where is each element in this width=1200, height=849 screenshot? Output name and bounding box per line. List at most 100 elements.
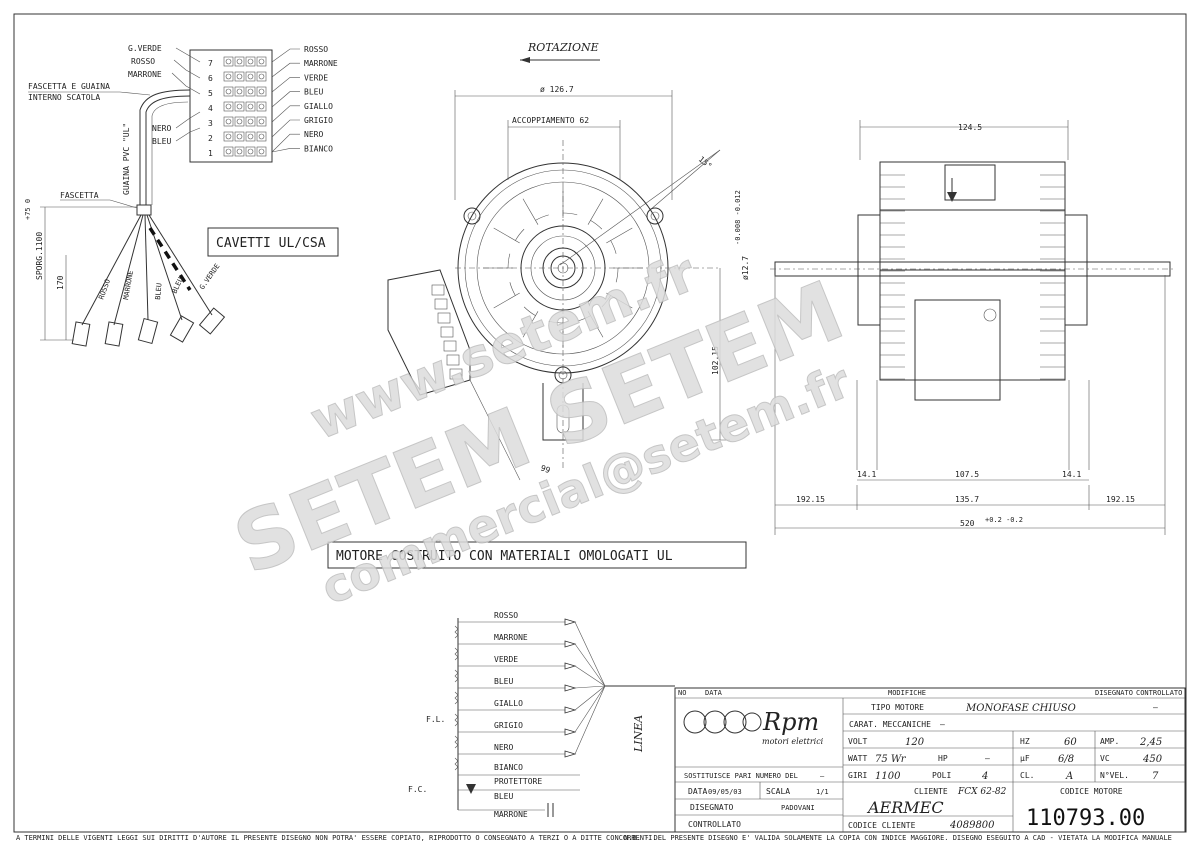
label-rosso-left: ROSSO bbox=[131, 57, 155, 66]
cliente-name: AERMEC bbox=[866, 798, 944, 817]
sostituisce-value: – bbox=[820, 772, 825, 780]
logo-text: Rpm bbox=[762, 708, 819, 736]
label-fascetta: FASCETTA bbox=[60, 191, 99, 200]
dim-520-tol: +0.2 -0.2 bbox=[985, 516, 1023, 524]
uf-value: 6/8 bbox=[1058, 754, 1074, 765]
dim-shaft-dia: ø12.7 bbox=[741, 256, 750, 280]
dim-170: 170 bbox=[56, 275, 65, 290]
scala-value: 1/1 bbox=[816, 788, 829, 796]
tipo-motore-label: TIPO MOTORE bbox=[871, 703, 924, 712]
connector bbox=[169, 315, 195, 343]
label-bleu-left: BLEU bbox=[152, 137, 171, 146]
sheet-border bbox=[13, 13, 1187, 833]
dim-135-7: 135.7 bbox=[955, 495, 979, 504]
terminal-wire-label: MARRONE bbox=[304, 59, 338, 68]
terminal-number: 6 bbox=[208, 74, 213, 83]
schematic-wire-label: MARRONE bbox=[494, 633, 528, 642]
poli-label: POLI bbox=[932, 771, 951, 780]
cliente-value: FCX 62-82 bbox=[957, 787, 1007, 797]
label-fascetta-guaina: FASCETTA E GUAINA bbox=[28, 82, 110, 91]
dim-sporg-tol: +75 0 bbox=[24, 199, 32, 220]
side-view: 124.5 14.1 107.5 14.1 192.15 135.7 bbox=[770, 120, 1175, 535]
label-interno-scatola: INTERNO SCATOLA bbox=[28, 93, 100, 102]
schem-marrone: MARRONE bbox=[494, 810, 528, 819]
schematic-wire-label: NERO bbox=[494, 743, 513, 752]
dim-shaft-tol: -0.008 -0.012 bbox=[734, 190, 742, 245]
carat-value: – bbox=[940, 720, 945, 729]
dim-107-5: 107.5 bbox=[955, 470, 979, 479]
terminal-number: 1 bbox=[208, 149, 213, 158]
cavetti-box bbox=[207, 227, 339, 257]
amp-value: 2,45 bbox=[1139, 737, 1162, 748]
watt-label: WATT bbox=[848, 754, 867, 763]
tipo-dash: – bbox=[1153, 703, 1158, 712]
schem-protettore: PROTETTORE bbox=[494, 777, 542, 786]
nvel-value: 7 bbox=[1152, 771, 1159, 782]
lead-label-rosso: ROSSO bbox=[97, 278, 112, 301]
rev-controllato: CONTROLLATO bbox=[1136, 689, 1182, 697]
codice-cliente-value: 4089800 bbox=[949, 820, 995, 831]
schem-fl: F.L. bbox=[426, 715, 445, 724]
dim-diameter: ø 126.7 bbox=[540, 85, 574, 94]
terminal-wire-label: GIALLO bbox=[304, 102, 333, 111]
footer-copyright: A TERMINI DELLE VIGENTI LEGGI SUI DIRITT… bbox=[16, 834, 657, 842]
lead-label-bleu-2: BLEU bbox=[171, 276, 185, 295]
fascetta-clamp bbox=[136, 204, 152, 216]
motor-body bbox=[879, 269, 1066, 381]
uf-label: µF bbox=[1020, 754, 1030, 763]
schematic-wire-label: VERDE bbox=[494, 655, 518, 664]
data-label: DATA bbox=[688, 787, 707, 796]
watt-value: 75 Wr bbox=[875, 754, 907, 765]
lead-label-g-verde: G.VERDE bbox=[198, 262, 221, 291]
terminal-number: 3 bbox=[208, 119, 213, 128]
note-box bbox=[327, 541, 747, 569]
dim-accoppiamento: ACCOPPIAMENTO 62 bbox=[512, 116, 589, 125]
hp-label: HP bbox=[938, 754, 948, 763]
terminal-number: 7 bbox=[208, 59, 213, 68]
cl-value: A bbox=[1065, 771, 1073, 782]
codice-cliente-label: CODICE CLIENTE bbox=[848, 821, 916, 830]
schematic-wire-label: ROSSO bbox=[494, 611, 518, 620]
ground-wire-stripe bbox=[148, 227, 192, 291]
controllato-label: CONTROLLATO bbox=[688, 820, 741, 829]
footer-note: N.B. - DEL PRESENTE DISEGNO E' VALIDA SO… bbox=[624, 834, 1172, 842]
logo-sub: motori elettrici bbox=[762, 737, 824, 746]
tipo-motore-value: MONOFASE CHIUSO bbox=[965, 703, 1076, 714]
rotation-label: ROTAZIONE bbox=[527, 41, 599, 54]
scala-label: SCALA bbox=[766, 787, 790, 796]
dim-width-top: 124.5 bbox=[958, 123, 982, 132]
nvel-label: N°VEL. bbox=[1100, 771, 1129, 780]
title-block: NO DATA MODIFICHE DISEGNATO CONTROLLATO … bbox=[674, 687, 1186, 833]
dim-192-15-left: 192.15 bbox=[796, 495, 825, 504]
connector bbox=[104, 321, 124, 347]
disegnato-value: PADOVANI bbox=[781, 804, 815, 812]
terminal-wire-label: NERO bbox=[304, 130, 323, 139]
data-value: 09/05/03 bbox=[708, 788, 742, 796]
lead-label-marrone: MARRONE bbox=[122, 270, 135, 300]
terminal-number: 5 bbox=[208, 89, 213, 98]
schem-bleu: BLEU bbox=[494, 792, 513, 801]
connector bbox=[198, 307, 226, 335]
rev-disegnato: DISEGNATO bbox=[1095, 689, 1133, 697]
label-marrone-left: MARRONE bbox=[128, 70, 162, 79]
schem-linea: LINEA bbox=[632, 715, 645, 753]
dim-14-1-right: 14.1 bbox=[1062, 470, 1081, 479]
connector bbox=[71, 321, 91, 347]
cliente-label: CLIENTE bbox=[914, 787, 948, 796]
dim-offset: 99 bbox=[539, 463, 551, 475]
terminal-wire-label: ROSSO bbox=[304, 45, 328, 54]
connector bbox=[137, 317, 159, 345]
label-nero-left: NERO bbox=[152, 124, 171, 133]
terminal-number: 2 bbox=[208, 134, 213, 143]
hp-value: – bbox=[985, 754, 990, 763]
rev-modifiche: MODIFICHE bbox=[888, 689, 926, 697]
poli-value: 4 bbox=[981, 771, 988, 782]
terminal-wire-label: BIANCO bbox=[304, 144, 333, 153]
terminal-wire-label: BLEU bbox=[304, 88, 323, 97]
terminal-block bbox=[189, 49, 273, 163]
cl-label: CL. bbox=[1020, 771, 1034, 780]
note-text: MOTORE COSTRUITO CON MATERIALI OMOLOGATI… bbox=[336, 549, 673, 564]
vc-value: 450 bbox=[1142, 754, 1163, 765]
